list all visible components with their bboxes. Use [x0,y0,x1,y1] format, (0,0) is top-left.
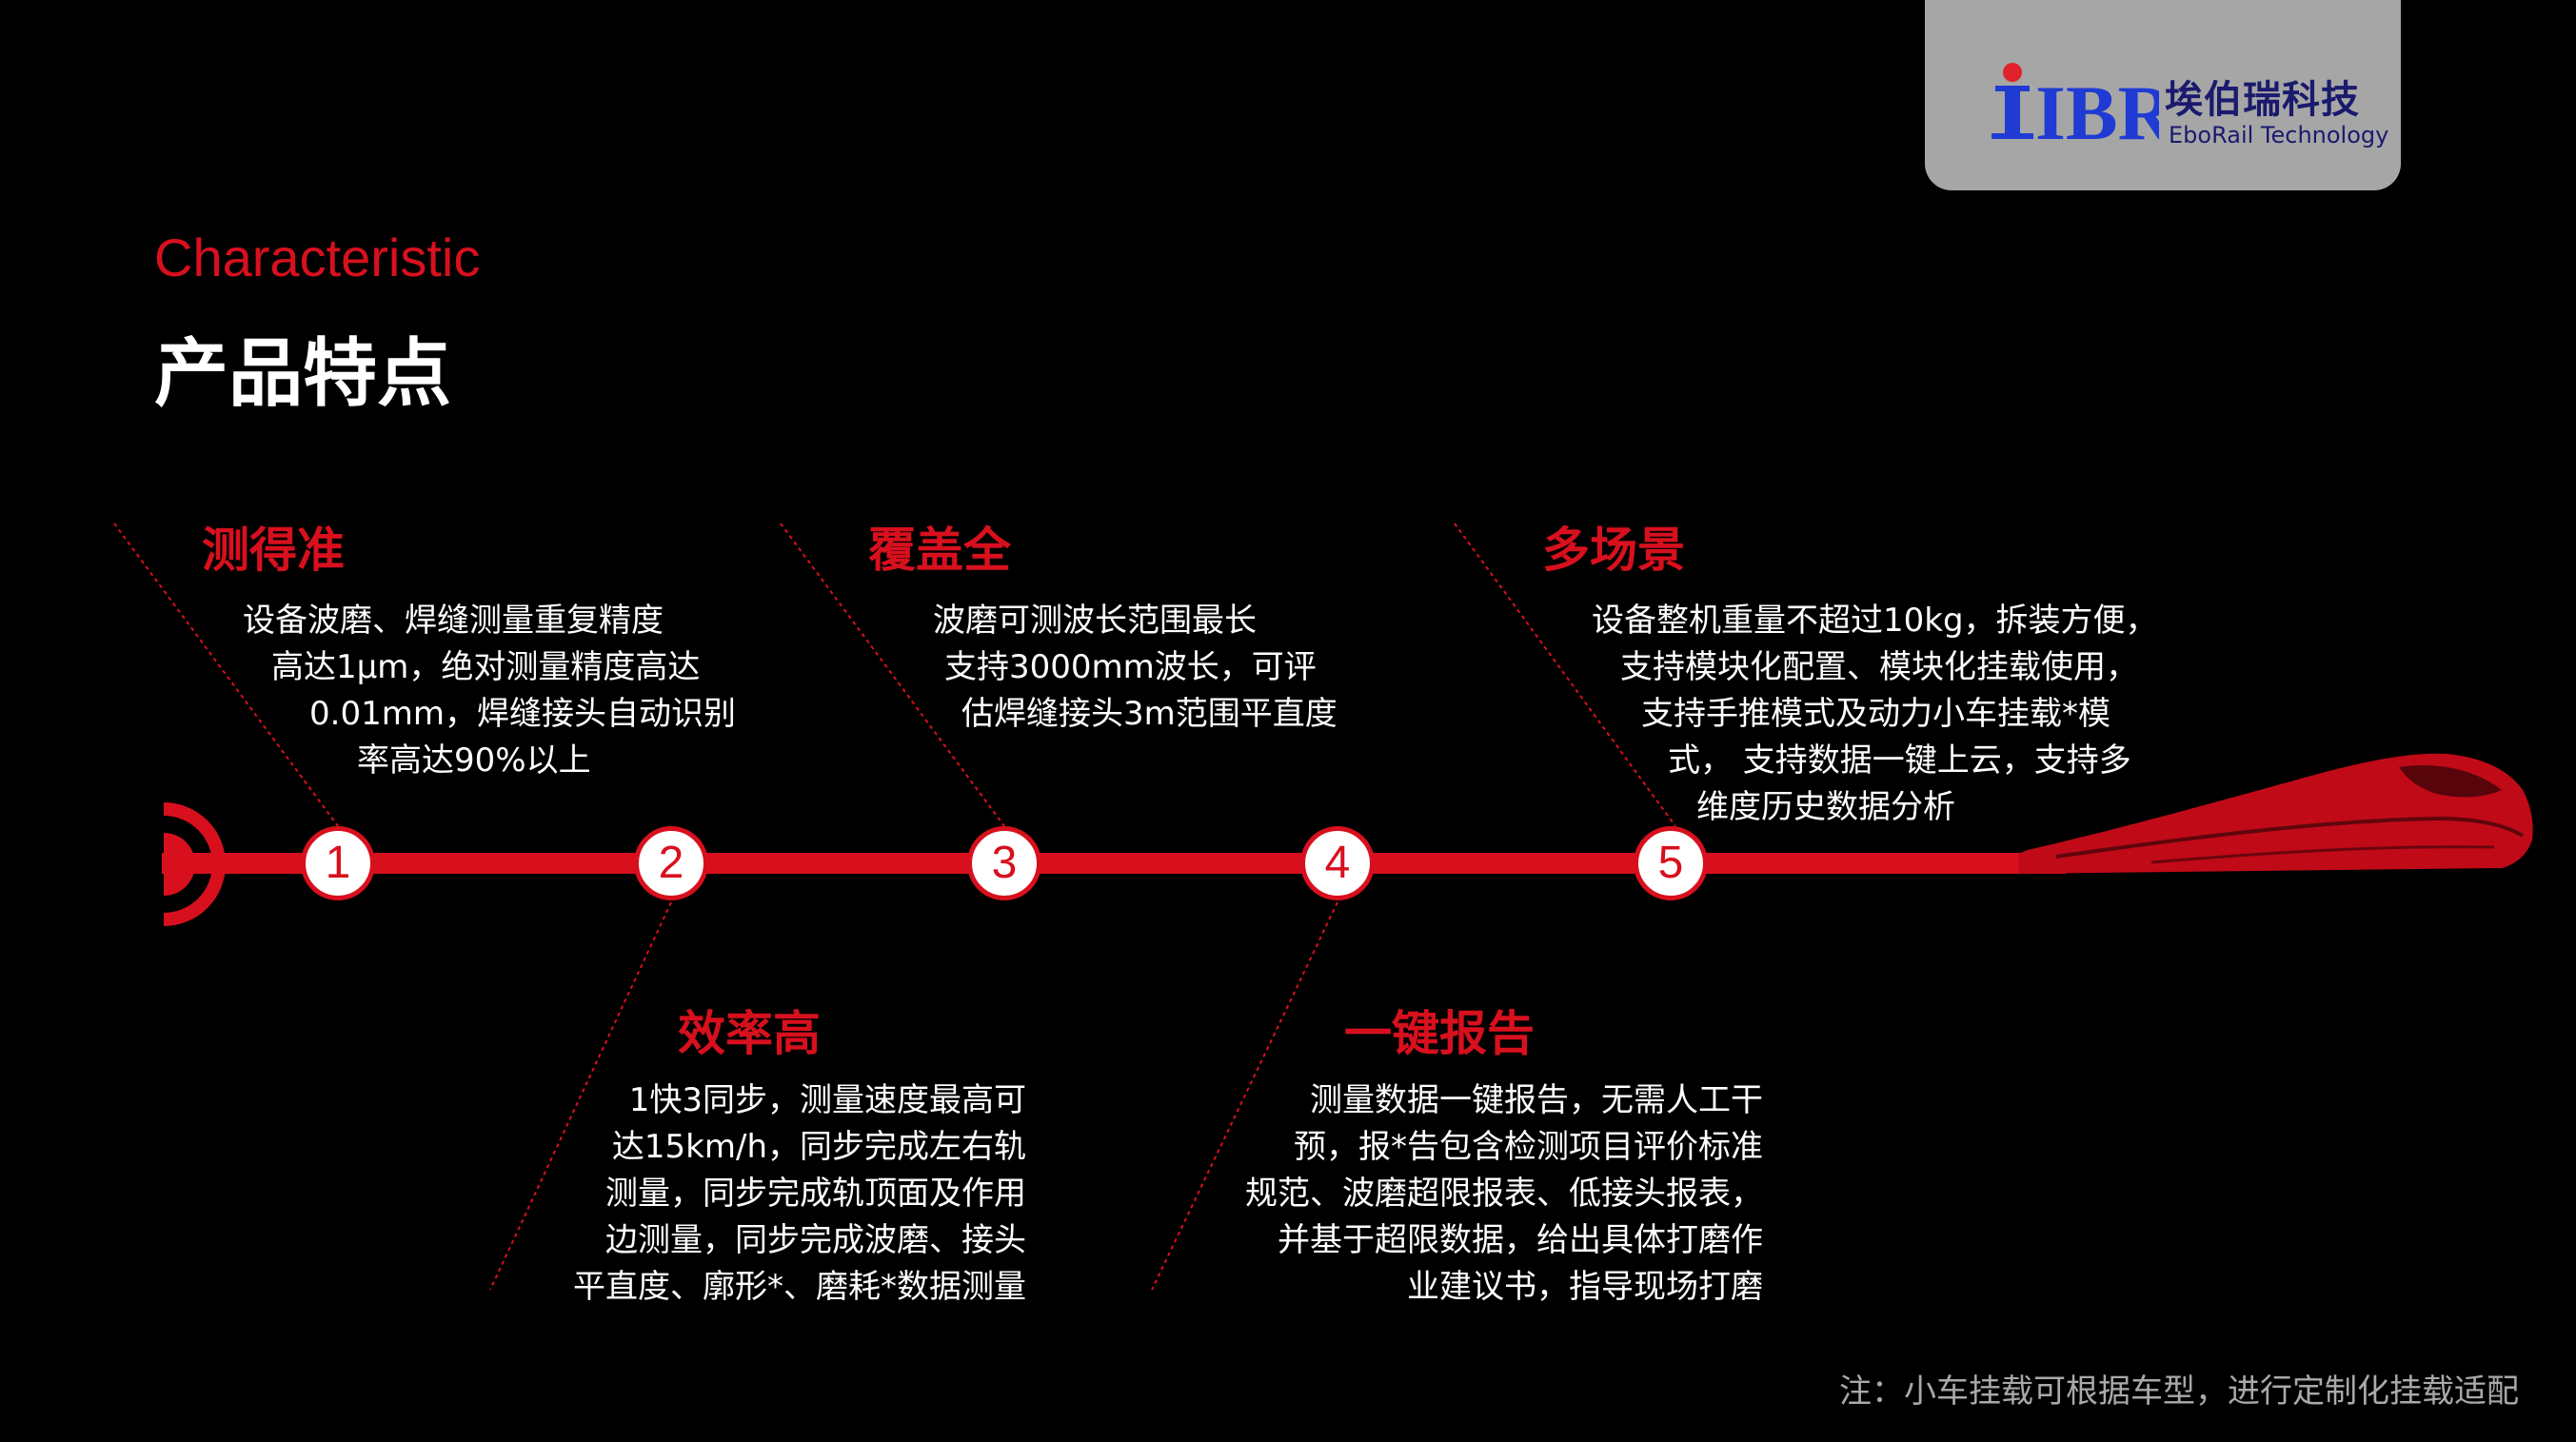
feature-desc-line: 业建议书，指导现场打磨 [1407,1268,1763,1306]
feature-title-1: 测得准 [202,523,345,578]
timeline-marker-4: 4 [1300,826,1375,900]
timeline-bar [162,853,2066,874]
feature-desc-line: 式， 支持数据一键上云，支持多 [1668,741,2131,780]
feature-desc-line: 测量数据一键报告，无需人工干 [1310,1081,1763,1119]
feature-desc-line: 测量，同步完成轨顶面及作用 [605,1175,1026,1213]
feature-title-4: 一键报告 [1344,1006,1535,1061]
train-cab-window [2399,765,2502,798]
feature-desc-2: 1快3同步，测量速度最高可 达15km/h，同步完成左右轨 测量，同步完成轨顶面… [573,1077,1026,1311]
feature-title-3: 覆盖全 [868,523,1011,578]
timeline-marker-1: 1 [301,826,375,900]
train-stripe-lower [2150,845,2495,864]
feature-desc-line: 支持3000mm波长，可评 [944,648,1317,686]
feature-desc-3: 波磨可测波长范围最长 支持3000mm波长，可评 估焊缝接头3m范围平直度 [933,598,1338,738]
timeline-marker-2: 2 [634,826,708,900]
feature-desc-line: 规范、波磨超限报表、低接头报表， [1245,1175,1763,1213]
feature-desc-line: 平直度、廓形*、磨耗*数据测量 [573,1268,1026,1306]
feature-desc-line: 1快3同步，测量速度最高可 [628,1081,1026,1119]
leader-line-1 [113,523,339,827]
train-stripe [2055,816,2525,859]
feature-desc-line: 维度历史数据分析 [1696,788,1955,826]
feature-desc-5: 设备整机重量不超过10kg，拆装方便， 支持模块化配置、模块化挂载使用， 支持手… [1592,598,2158,831]
leader-line-5 [1454,523,1676,827]
footer-note: 注：小车挂载可根据车型，进行定制化挂载适配 [1839,1373,2519,1411]
feature-desc-line: 预，报*告包含检测项目评价标准 [1294,1128,1763,1166]
logo-name-cn: 埃伯瑞科技 [2165,78,2360,122]
logo-name-en: EboRail Technology [2169,122,2389,148]
feature-desc-line: 边测量，同步完成波磨、接头 [605,1221,1026,1259]
timeline-marker-5: 5 [1634,826,1708,900]
leader-line-4 [1151,901,1338,1291]
feature-desc-line: 设备波磨、焊缝测量重复精度 [243,602,664,640]
ibr-logo-mark-icon: IBR [1991,63,2159,145]
timeline-marker-3: 3 [967,826,1041,900]
feature-desc-1: 设备波磨、焊缝测量重复精度 高达1μm，绝对测量精度高达 0.01mm，焊缝接头… [243,598,736,784]
feature-desc-line: 支持手推模式及动力小车挂载*模 [1641,695,2110,733]
page-title: 产品特点 [154,331,452,417]
svg-text:IBR: IBR [2035,69,2159,145]
leader-line-2 [489,901,672,1291]
feature-desc-line: 高达1μm，绝对测量精度高达 [271,648,701,686]
company-logo: IBR 埃伯瑞科技 EboRail Technology [1925,0,2401,190]
feature-title-2: 效率高 [678,1006,821,1061]
feature-desc-line: 波磨可测波长范围最长 [933,602,1257,640]
feature-desc-line: 并基于超限数据，给出具体打磨作 [1278,1221,1763,1259]
section-eyebrow: Characteristic [154,227,481,287]
feature-desc-line: 估焊缝接头3m范围平直度 [961,695,1338,733]
leader-line-3 [780,523,1005,827]
feature-desc-line: 设备整机重量不超过10kg，拆装方便， [1592,602,2158,640]
feature-desc-line: 达15km/h，同步完成左右轨 [611,1128,1026,1166]
feature-desc-line: 0.01mm，焊缝接头自动识别 [309,695,736,733]
feature-desc-line: 率高达90%以上 [357,741,591,780]
feature-desc-line: 支持模块化配置、模块化挂载使用， [1620,648,2138,686]
feature-title-5: 多场景 [1542,523,1685,578]
feature-desc-4: 测量数据一键报告，无需人工干 预，报*告包含检测项目评价标准 规范、波磨超限报表… [1245,1077,1763,1311]
